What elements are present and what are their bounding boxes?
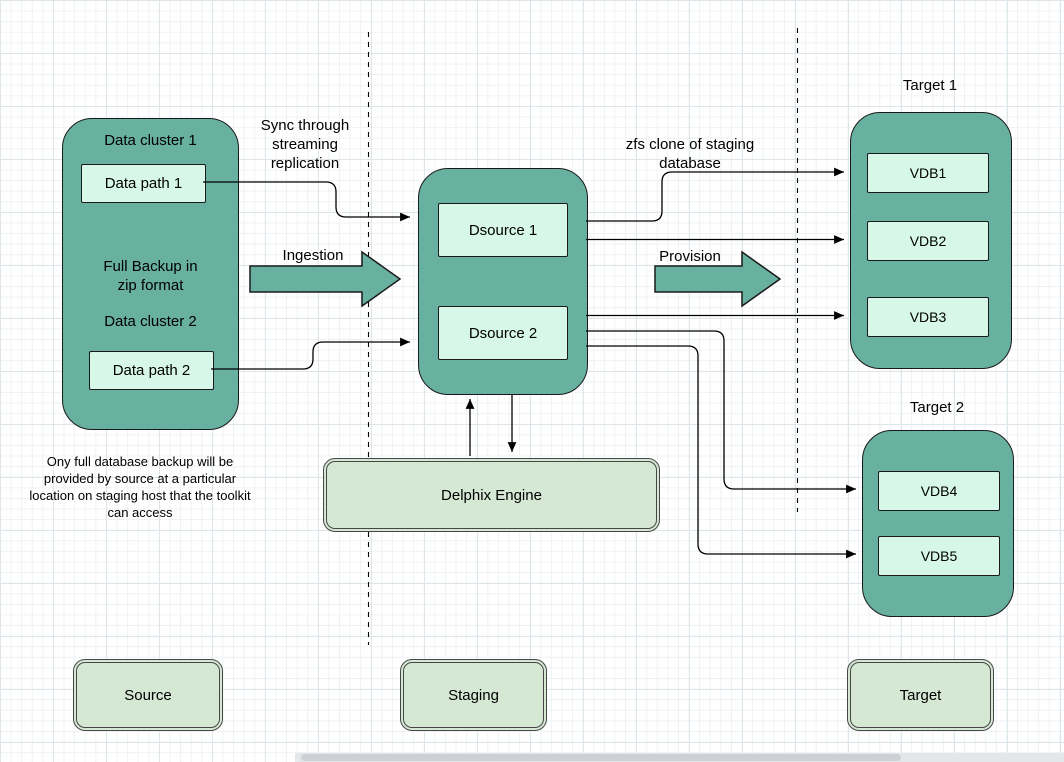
- target1-container: VDB1 VDB2 VDB3: [850, 112, 1012, 369]
- dsource2-box: Dsource 2: [438, 306, 568, 360]
- sync-label: Sync through streaming replication: [260, 117, 350, 172]
- horizontal-scrollbar[interactable]: [295, 753, 1064, 762]
- lane-target-label: Target: [899, 686, 942, 704]
- target2-title: Target 2: [909, 399, 965, 416]
- dsource1-box: Dsource 1: [438, 203, 568, 257]
- vdb4-box: VDB4: [878, 471, 1000, 511]
- vdb5-box: VDB5: [878, 536, 1000, 576]
- delphix-engine-box: Delphix Engine: [323, 458, 660, 532]
- lane-target-box: Target: [847, 659, 994, 731]
- staging-dsource-container: Dsource 1 Dsource 2: [418, 168, 588, 395]
- lane-source-label: Source: [124, 686, 172, 704]
- provision-label: Provision: [659, 248, 721, 265]
- vdb2-box: VDB2: [867, 221, 989, 261]
- source-cluster-container: Data cluster 1 Data path 1 Full Backup i…: [62, 118, 239, 430]
- ingestion-label: Ingestion: [282, 247, 344, 264]
- source-note: Ony full database backup will be provide…: [29, 454, 251, 520]
- target2-container: VDB4 VDB5: [862, 430, 1014, 617]
- scrollbar-thumb[interactable]: [301, 754, 901, 761]
- data-path-2-box: Data path 2: [89, 351, 214, 390]
- lane-staging-box: Staging: [400, 659, 547, 731]
- target1-title: Target 1: [902, 77, 958, 94]
- data-path-1-box: Data path 1: [81, 164, 206, 203]
- connector-datapath2-to-dsource2: [211, 337, 410, 370]
- zfs-clone-label: zfs clone of staging database: [625, 136, 755, 172]
- delphix-engine-label: Delphix Engine: [441, 486, 542, 504]
- connector-dsource1-to-vdb1: [586, 167, 844, 222]
- vdb3-box: VDB3: [867, 297, 989, 337]
- vdb1-box: VDB1: [867, 153, 989, 193]
- lane-staging-label: Staging: [448, 686, 499, 704]
- full-backup-label: Full Backup in zip format: [103, 258, 198, 294]
- cluster1-label: Data cluster 1: [104, 132, 197, 149]
- lane-source-box: Source: [73, 659, 223, 731]
- cluster2-label: Data cluster 2: [104, 313, 197, 330]
